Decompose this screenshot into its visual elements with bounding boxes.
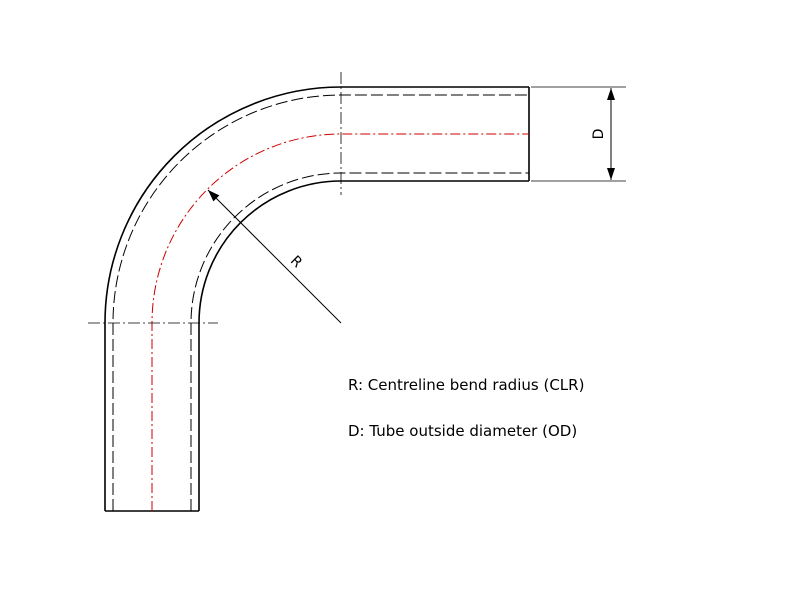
legend-diameter-definition: D: Tube outside diameter (OD) <box>348 422 578 440</box>
diameter-label: D <box>591 129 607 140</box>
radius-leader-line <box>207 189 342 324</box>
radius-arrowhead <box>208 190 220 202</box>
tube-centreline <box>151 133 529 511</box>
legend-radius-definition: R: Centreline bend radius (CLR) <box>348 376 585 394</box>
tube-outer-wall <box>104 86 529 511</box>
diameter-arrowhead-bottom <box>607 168 615 180</box>
diameter-arrowhead-top <box>607 88 615 100</box>
legend: R: Centreline bend radius (CLR) D: Tube … <box>348 374 584 442</box>
radius-label: R <box>287 253 305 271</box>
bore-outer-hidden-line <box>112 94 529 511</box>
